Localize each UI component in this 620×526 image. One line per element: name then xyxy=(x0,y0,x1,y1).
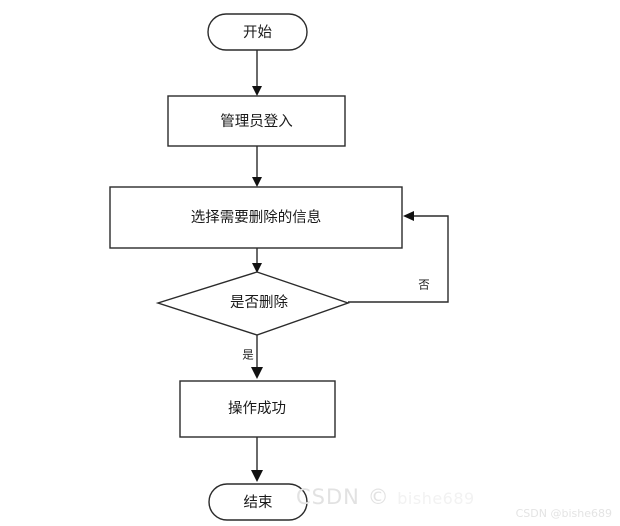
arrowhead-icon xyxy=(252,86,262,96)
node-start[interactable]: 开始 xyxy=(207,13,308,51)
node-operation-success-label: 操作成功 xyxy=(228,400,286,417)
edge-login-to-select xyxy=(252,146,262,187)
node-select-info-label: 选择需要删除的信息 xyxy=(191,209,322,226)
watermark-corner: CSDN @bishe689 xyxy=(515,507,612,520)
edge-decide-to-success-yes: 是 xyxy=(242,335,263,379)
node-delete-decision-label: 是否删除 xyxy=(230,294,288,311)
node-start-label: 开始 xyxy=(243,24,272,41)
watermark-center-brand: CSDN xyxy=(296,485,360,509)
arrowhead-icon xyxy=(251,367,263,379)
node-end-label: 结束 xyxy=(244,494,273,511)
edge-success-to-end xyxy=(251,437,263,482)
watermark-center-handle: bishe689 xyxy=(397,489,475,508)
node-select-info-shape xyxy=(109,186,403,249)
node-operation-success[interactable]: 操作成功 xyxy=(179,380,336,438)
arrowhead-icon xyxy=(252,263,262,273)
node-end[interactable]: 结束 xyxy=(208,483,308,521)
node-end-shape xyxy=(208,483,308,521)
edge-line xyxy=(348,215,449,303)
edge-select-to-decide xyxy=(252,248,262,273)
edge-label-yes: 是 xyxy=(242,348,254,362)
node-select-info[interactable]: 选择需要删除的信息 xyxy=(109,186,403,249)
watermark-center-symbol: © xyxy=(367,485,390,509)
node-start-shape xyxy=(207,13,308,51)
arrowhead-icon xyxy=(403,211,414,221)
node-admin-login-label: 管理员登入 xyxy=(220,113,293,130)
node-admin-login[interactable]: 管理员登入 xyxy=(167,95,346,147)
watermark-center: CSDN © bishe689 xyxy=(296,485,475,509)
arrowhead-icon xyxy=(252,177,262,187)
node-delete-decision[interactable]: 是否删除 xyxy=(155,271,351,336)
edge-decide-to-select-no: 否 xyxy=(348,211,449,303)
edge-label-no: 否 xyxy=(418,278,430,292)
edge-start-to-login xyxy=(252,50,262,96)
arrowhead-icon xyxy=(251,470,263,482)
node-admin-login-shape xyxy=(167,95,346,147)
node-delete-decision-shape xyxy=(155,271,351,336)
node-operation-success-shape xyxy=(179,380,336,438)
